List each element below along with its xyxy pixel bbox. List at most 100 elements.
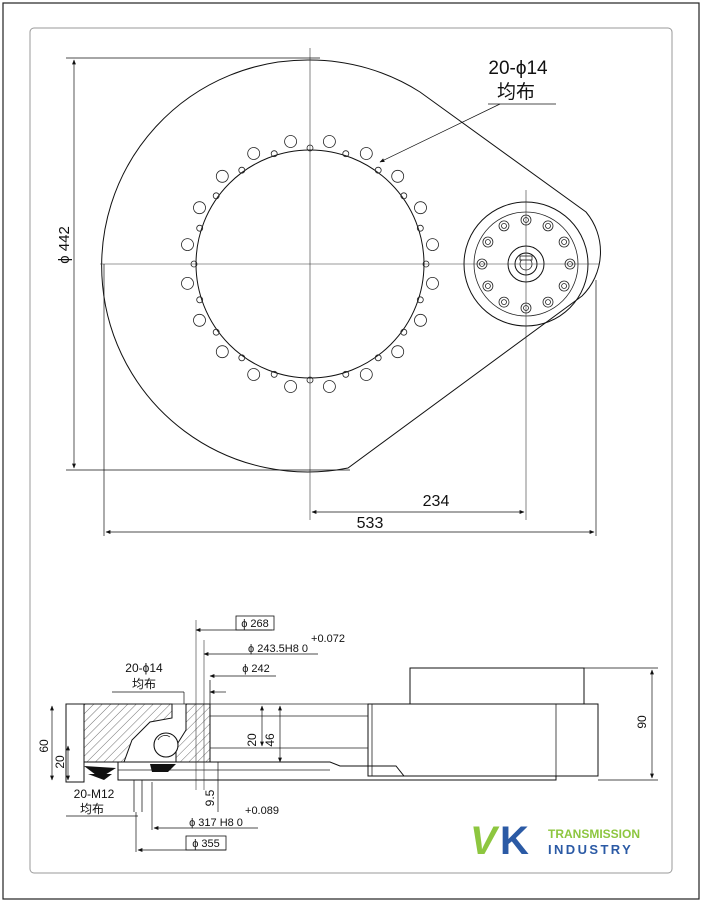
dim-355-box <box>185 835 227 851</box>
dim-243-tol: +0.072 <box>311 633 345 645</box>
boss-bolt-hole <box>498 220 510 232</box>
section-view: ϕ 268 +0.072 ϕ 243.5H8 0 ϕ 242 20-ϕ14 均布… <box>37 615 658 852</box>
boss-bolt-hole <box>498 296 510 308</box>
boss-bolt-hole-ring <box>561 239 567 245</box>
brand-logo: V K TRANSMISSION INDUSTRY <box>470 819 640 863</box>
bolt-hole <box>359 147 373 160</box>
bolt-hole <box>247 147 261 160</box>
bolt-hole <box>193 201 206 215</box>
boss-bolt-hole-ring <box>498 220 510 232</box>
dim-242-label: ϕ 242 <box>242 663 270 675</box>
thread-hole <box>374 354 382 362</box>
bolt-hole <box>414 201 427 215</box>
boss-bolt-hole-ring <box>498 296 510 308</box>
worm-housing-top <box>409 667 585 705</box>
thread-hole <box>238 166 246 174</box>
bolt-hole <box>359 368 373 381</box>
thread-hole <box>342 150 350 158</box>
seal-bottom <box>88 774 112 780</box>
logo-line2: INDUSTRY <box>548 842 633 857</box>
thread-note-qty: 20-M12 <box>74 787 115 801</box>
base-plate <box>117 761 557 781</box>
logo-line1: TRANSMISSION <box>548 827 640 841</box>
section-hole-sub: 均布 <box>132 677 156 691</box>
thread-hole <box>238 354 246 362</box>
housing-section-hatch <box>83 703 173 763</box>
boss-bolt-hole <box>482 280 494 292</box>
seal-mid <box>150 764 176 772</box>
thread-hole <box>212 328 220 336</box>
bolt-hole <box>322 380 336 393</box>
boss-bolt-hole-ring <box>484 283 491 289</box>
boss-bolt-hole-ring <box>545 299 551 306</box>
thread-hole <box>416 296 424 304</box>
thread-hole <box>400 328 408 336</box>
dim-317-tol: +0.089 <box>245 805 279 817</box>
thread-hole <box>212 192 220 200</box>
boss-bolt-hole-ring <box>558 236 570 248</box>
boss-bolt-hole <box>558 280 570 292</box>
dim-442-label: ϕ 442 <box>56 226 73 264</box>
dim-317-label: ϕ 317 H8 0 <box>189 817 243 829</box>
boss-bolt-hole-ring <box>545 222 551 229</box>
seal-left <box>84 766 116 778</box>
logo-mark-k: K <box>500 819 529 863</box>
dim-268-label: ϕ 268 <box>241 618 269 630</box>
bolt-hole <box>414 313 427 327</box>
boss-bolt-hole-ring <box>561 283 567 289</box>
boss-bolt-hole-ring <box>501 222 507 229</box>
hole-note-qty: 20-ϕ14 <box>488 58 548 79</box>
bolt-hole <box>284 380 298 393</box>
bolt-hole <box>284 135 298 148</box>
boss-bolt-hole-ring <box>558 280 570 292</box>
boss-bolt-hole-ring <box>482 236 494 248</box>
boss-bolt-hole <box>482 236 494 248</box>
boss-bolt-hole <box>558 236 570 248</box>
hole-note-leader <box>379 103 501 163</box>
boss-bolt-hole <box>542 220 554 232</box>
dim-268-box <box>235 615 275 631</box>
thread-hole <box>270 150 278 158</box>
dim-46-label: 46 <box>263 733 277 747</box>
boss-bolt-hole <box>542 296 554 308</box>
thread-hole <box>400 192 408 200</box>
thread-note-sub: 均布 <box>80 802 104 816</box>
bolt-hole <box>181 238 194 252</box>
bolt-hole <box>391 169 405 183</box>
section-hole-qty: 20-ϕ14 <box>125 661 163 675</box>
bolt-hole-ring <box>181 135 439 393</box>
bolt-hole <box>215 169 229 183</box>
bolt-hole <box>426 276 439 290</box>
dim-60-label: 60 <box>37 739 51 753</box>
bolt-hole <box>391 345 405 359</box>
dim-20-mid-label: 20 <box>245 733 259 747</box>
bolt-hole <box>247 368 261 381</box>
boss-bolt-hole-ring <box>501 299 507 306</box>
dim-243-label: ϕ 243.5H8 0 <box>248 643 308 655</box>
bearing-ball <box>153 732 179 758</box>
thread-hole <box>196 224 204 232</box>
top-view: ϕ 442 234 533 20-ϕ14 均布 <box>56 48 601 536</box>
dim-234-label: 234 <box>423 493 450 510</box>
logo-mark-v: V <box>470 819 500 863</box>
boss-bolt-hole-ring <box>484 239 491 245</box>
bolt-hole <box>215 345 229 359</box>
thread-hole <box>374 166 382 174</box>
ball-highlight <box>157 735 171 741</box>
thread-hole <box>196 296 204 304</box>
thread-hole <box>342 370 350 378</box>
bolt-hole <box>181 276 194 290</box>
inner-border <box>29 27 673 874</box>
boss-bolt-hole-ring <box>542 296 554 308</box>
dim-20-left-label: 20 <box>53 755 67 769</box>
hole-note-sub: 均布 <box>497 81 535 103</box>
bolt-hole <box>322 135 336 148</box>
bolt-hole <box>426 238 439 252</box>
thread-hole <box>270 370 278 378</box>
housing-outline <box>101 59 601 473</box>
boss-bolt-hole-ring <box>542 220 554 232</box>
boss-bolt-hole-ring <box>482 280 494 292</box>
bolt-hole <box>193 313 206 327</box>
